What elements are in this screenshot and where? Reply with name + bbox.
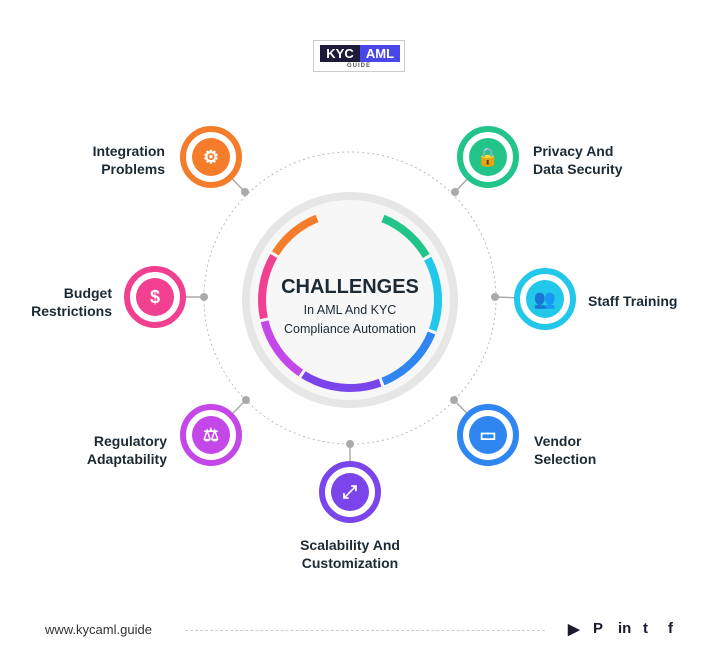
ring-segment <box>271 214 319 256</box>
challenge-label-line: Integration <box>92 143 165 159</box>
presentation-badge: ▭ <box>457 404 519 466</box>
logo-guide: GUIDE <box>346 63 371 69</box>
connector-dot <box>450 396 458 404</box>
kycaml-logo: KYC AML GUIDE <box>313 40 405 72</box>
challenge-label-line: Restrictions <box>31 303 112 319</box>
presentation-icon: ▭ <box>469 416 507 454</box>
users-icon: 👥 <box>526 280 564 318</box>
logo-aml: AML <box>360 45 400 62</box>
resize-badge: ⤢ <box>319 461 381 523</box>
connector-dot <box>200 293 208 301</box>
facebook-icon[interactable]: f <box>668 620 673 637</box>
gear-circuit-icon: ⚙ <box>192 138 230 176</box>
connector-dot <box>491 293 499 301</box>
logo-kyc: KYC <box>320 45 360 62</box>
center-subtitle-1: In AML And KYC <box>303 303 397 317</box>
challenge-label-line: Vendor <box>534 433 582 449</box>
connector-dot <box>241 188 249 196</box>
dollar-chart-badge: $ <box>124 266 186 328</box>
pinterest-icon[interactable]: P <box>593 620 604 637</box>
gavel-badge: ⚖ <box>180 404 242 466</box>
shield-lock-badge: 🔒 <box>457 126 519 188</box>
users-badge: 👥 <box>514 268 576 330</box>
challenge-label-line: Staff Training <box>588 293 678 309</box>
ring-segment <box>258 254 278 320</box>
challenge-label: Staff Training <box>588 292 708 310</box>
gear-circuit-badge: ⚙ <box>180 126 242 188</box>
linkedin-icon[interactable]: in <box>618 620 632 637</box>
center-title: CHALLENGES <box>281 276 419 298</box>
challenge-label-line: Adaptability <box>86 451 167 467</box>
challenge-label-line: Scalability And <box>300 537 400 553</box>
twitter-icon[interactable]: t <box>643 620 648 637</box>
shield-lock-icon: 🔒 <box>469 138 507 176</box>
connector-dot <box>346 440 354 448</box>
ring-segment <box>424 256 442 332</box>
footer-divider <box>185 630 545 631</box>
connector-dot <box>451 188 459 196</box>
center-subtitle-2: Compliance Automation <box>283 322 417 336</box>
center-disc <box>250 200 450 400</box>
dollar-chart-icon: $ <box>136 278 174 316</box>
challenge-label-line: Budget <box>63 285 112 301</box>
resize-icon: ⤢ <box>331 473 369 511</box>
connector-dot <box>242 396 250 404</box>
challenge-label-line: Privacy And <box>533 143 614 159</box>
website-link[interactable]: www.kycaml.guide <box>45 622 152 637</box>
challenge-label-line: Regulatory <box>93 433 167 449</box>
ring-segment <box>260 320 304 377</box>
center-text: CHALLENGES In AML And KYC Compliance Aut… <box>250 276 450 337</box>
ring-segment <box>381 331 436 386</box>
gavel-icon: ⚖ <box>192 416 230 454</box>
ring-segment <box>301 371 382 392</box>
challenge-label-line: Customization <box>301 555 399 571</box>
challenge-label-line: Data Security <box>533 161 623 177</box>
ring-segment <box>381 214 430 259</box>
challenge-label-line: Problems <box>101 161 165 177</box>
youtube-icon[interactable]: ▶ <box>568 621 580 638</box>
challenge-label-line: Selection <box>534 451 597 467</box>
